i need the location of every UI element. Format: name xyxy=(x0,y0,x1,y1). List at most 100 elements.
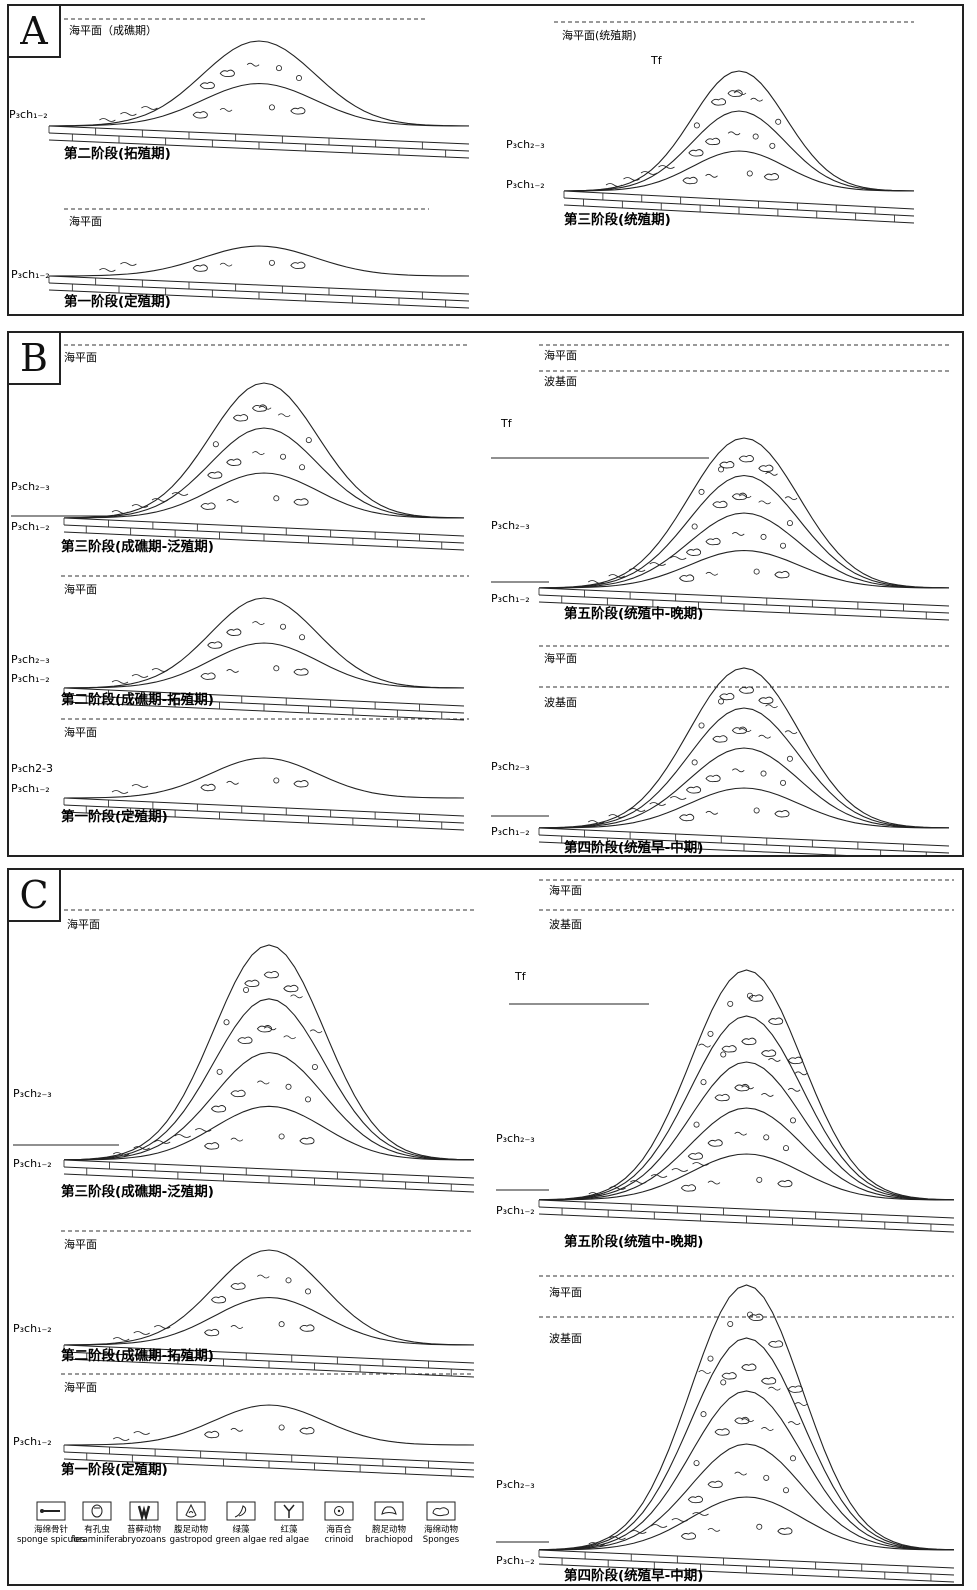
stage-title: 第一阶段(定殖期) xyxy=(64,293,171,310)
wave-base-label: 波基面 xyxy=(544,375,577,388)
svg-text:foraminifera: foraminifera xyxy=(71,1535,123,1545)
sea-level-label: 海平面 xyxy=(64,725,97,739)
stage-title: 第五阶段(统殖中-晚期) xyxy=(564,1233,703,1250)
stage-title: 第三阶段(成礁期-泛殖期) xyxy=(61,538,214,555)
unit-label: P₃ch₁₋₂ xyxy=(13,1157,52,1170)
unit-label: P₃ch₂₋₃ xyxy=(491,519,530,532)
panel-a-diagram: 海平面（成礁期） P₃ch₁₋₂ 第二阶段(拓殖期) 海平面 P₃ch₁₋₂ 第… xyxy=(9,6,962,314)
panel-a: A 海平面（成礁期） P₃ch₁₋₂ 第二阶段(拓殖期) 海平面 P₃ch₁₋₂… xyxy=(7,4,964,316)
svg-text:海百合: 海百合 xyxy=(326,1524,352,1535)
stage-title: 第二阶段(成礁期-拓殖期) xyxy=(61,1347,214,1364)
stage-c-4 xyxy=(539,1285,954,1582)
gastropod-icon xyxy=(186,1505,196,1517)
wave-base-label: 波基面 xyxy=(544,696,577,709)
svg-text:green algae: green algae xyxy=(216,1535,267,1545)
svg-text:bryozoans: bryozoans xyxy=(122,1535,166,1545)
panel-c-diagram: 海平面 P₃ch₂₋₃ P₃ch₁₋₂ 第三阶段(成礁期-泛殖期) 海平面 P₃… xyxy=(9,870,962,1584)
unit-label: P₃ch₁₋₂ xyxy=(11,520,50,533)
tf-label: Tf xyxy=(514,970,527,983)
sea-level-label: 海平面(统殖期) xyxy=(562,28,637,42)
svg-text:腹足动物: 腹足动物 xyxy=(174,1524,209,1535)
sea-level-label: 海平面 xyxy=(544,348,577,362)
unit-label: P₃ch2-3 xyxy=(11,762,53,775)
unit-label: P₃ch₁₋₂ xyxy=(13,1435,52,1448)
unit-label: P₃ch₂₋₃ xyxy=(11,480,50,493)
sea-level-label: 海平面（成礁期） xyxy=(69,23,157,37)
svg-text:gastropod: gastropod xyxy=(170,1535,213,1545)
tf-label: Tf xyxy=(650,54,663,67)
stage-title: 第一阶段(定殖期) xyxy=(61,1461,168,1478)
stage-c-5 xyxy=(539,970,954,1232)
svg-text:海绵骨针: 海绵骨针 xyxy=(34,1524,69,1535)
sea-level-label: 海平面 xyxy=(544,651,577,665)
svg-text:苔藓动物: 苔藓动物 xyxy=(127,1524,162,1535)
unit-label: P₃ch₂₋₃ xyxy=(496,1132,535,1145)
foraminifera-icon xyxy=(92,1505,102,1517)
crinoid-icon xyxy=(335,1507,344,1516)
sea-level-label: 海平面 xyxy=(549,1285,582,1299)
stage-title: 第四阶段(统殖早-中期) xyxy=(564,1567,703,1584)
spicule-icon xyxy=(40,1509,60,1513)
legend-item: 苔藓动物 bryozoans xyxy=(122,1502,166,1545)
unit-label: P₃ch₂₋₃ xyxy=(13,1087,52,1100)
legend-item: 海百合 crinoid xyxy=(325,1502,354,1545)
stage-b-4 xyxy=(539,668,949,855)
sea-level-label: 海平面 xyxy=(64,1380,97,1394)
wave-base-label: 波基面 xyxy=(549,918,582,931)
stage-title: 第一阶段(定殖期) xyxy=(61,808,168,825)
svg-text:red algae: red algae xyxy=(269,1535,309,1545)
unit-label: P₃ch₁₋₂ xyxy=(11,672,50,685)
legend-item: 腹足动物 gastropod xyxy=(170,1502,213,1545)
unit-label: P₃ch₁₋₂ xyxy=(11,782,50,795)
stage-title: 第二阶段(成礁期-拓殖期) xyxy=(61,691,214,708)
stage-a-2 xyxy=(49,41,469,158)
tf-label: Tf xyxy=(500,417,513,430)
svg-text:brachiopod: brachiopod xyxy=(365,1535,413,1545)
svg-text:海绵动物: 海绵动物 xyxy=(424,1524,459,1535)
brachiopod-icon xyxy=(382,1507,396,1514)
svg-text:绿藻: 绿藻 xyxy=(232,1524,250,1535)
wave-base-label: 波基面 xyxy=(549,1332,582,1345)
unit-label: P₃ch₂₋₃ xyxy=(506,138,545,151)
svg-text:Sponges: Sponges xyxy=(423,1535,460,1545)
svg-text:红藻: 红藻 xyxy=(280,1524,298,1535)
red-algae-icon xyxy=(284,1505,294,1518)
stage-b-5 xyxy=(539,438,949,620)
stage-a-3 xyxy=(564,71,914,223)
svg-text:crinoid: crinoid xyxy=(325,1535,354,1545)
stage-title: 第四阶段(统殖早-中期) xyxy=(564,839,703,855)
legend-item: 海绵动物 Sponges xyxy=(423,1502,460,1545)
unit-label: P₃ch₁₋₂ xyxy=(496,1554,535,1567)
sea-level-label: 海平面 xyxy=(69,214,102,228)
panel-b-diagram: 海平面 P₃ch₂₋₃ P₃ch₁₋₂ 第三阶段(成礁期-泛殖期) 海平面 P₃… xyxy=(9,333,962,855)
svg-text:腕足动物: 腕足动物 xyxy=(372,1524,407,1535)
unit-label: P₃ch₂₋₃ xyxy=(11,653,50,666)
stage-title: 第二阶段(拓殖期) xyxy=(64,145,171,162)
legend-item: 腕足动物 brachiopod xyxy=(365,1502,413,1545)
sea-level-label: 海平面 xyxy=(64,350,97,364)
unit-label: P₃ch₁₋₂ xyxy=(496,1204,535,1217)
unit-label: P₃ch₂₋₃ xyxy=(496,1478,535,1491)
sea-level-label: 海平面 xyxy=(64,582,97,596)
bryozoan-icon xyxy=(139,1506,149,1517)
panel-c: C 海平面 P₃ch₂₋₃ P₃ch₁₋₂ 第三阶段(成礁期-泛殖期) 海平面 … xyxy=(7,868,964,1586)
unit-label: P₃ch₁₋₂ xyxy=(13,1322,52,1335)
sea-level-label: 海平面 xyxy=(67,917,100,931)
legend-item: 有孔虫 foraminifera xyxy=(71,1502,123,1545)
sea-level-label: 海平面 xyxy=(549,883,582,897)
legend: 海绵骨针 sponge spicules 有孔虫 foraminifera 苔藓… xyxy=(17,1502,460,1545)
stage-c-3 xyxy=(64,945,474,1192)
legend-item: 绿藻 green algae xyxy=(216,1502,267,1545)
stage-title: 第三阶段(统殖期) xyxy=(564,211,671,228)
unit-label: P₃ch₁₋₂ xyxy=(506,178,545,191)
stage-b-3 xyxy=(64,383,464,550)
unit-label: P₃ch₂₋₃ xyxy=(491,760,530,773)
svg-text:有孔虫: 有孔虫 xyxy=(84,1524,110,1535)
stage-title: 第三阶段(成礁期-泛殖期) xyxy=(61,1183,214,1200)
unit-label: P₃ch₁₋₂ xyxy=(491,592,530,605)
panel-b: B 海平面 P₃ch₂₋₃ P₃ch₁₋₂ 第三阶段(成礁期-泛殖期) 海平面 … xyxy=(7,331,964,857)
unit-label: P₃ch₁₋₂ xyxy=(491,825,530,838)
unit-label: P₃ch₁₋₂ xyxy=(11,268,50,281)
unit-label: P₃ch₁₋₂ xyxy=(9,108,48,121)
green-algae-icon xyxy=(235,1506,246,1517)
